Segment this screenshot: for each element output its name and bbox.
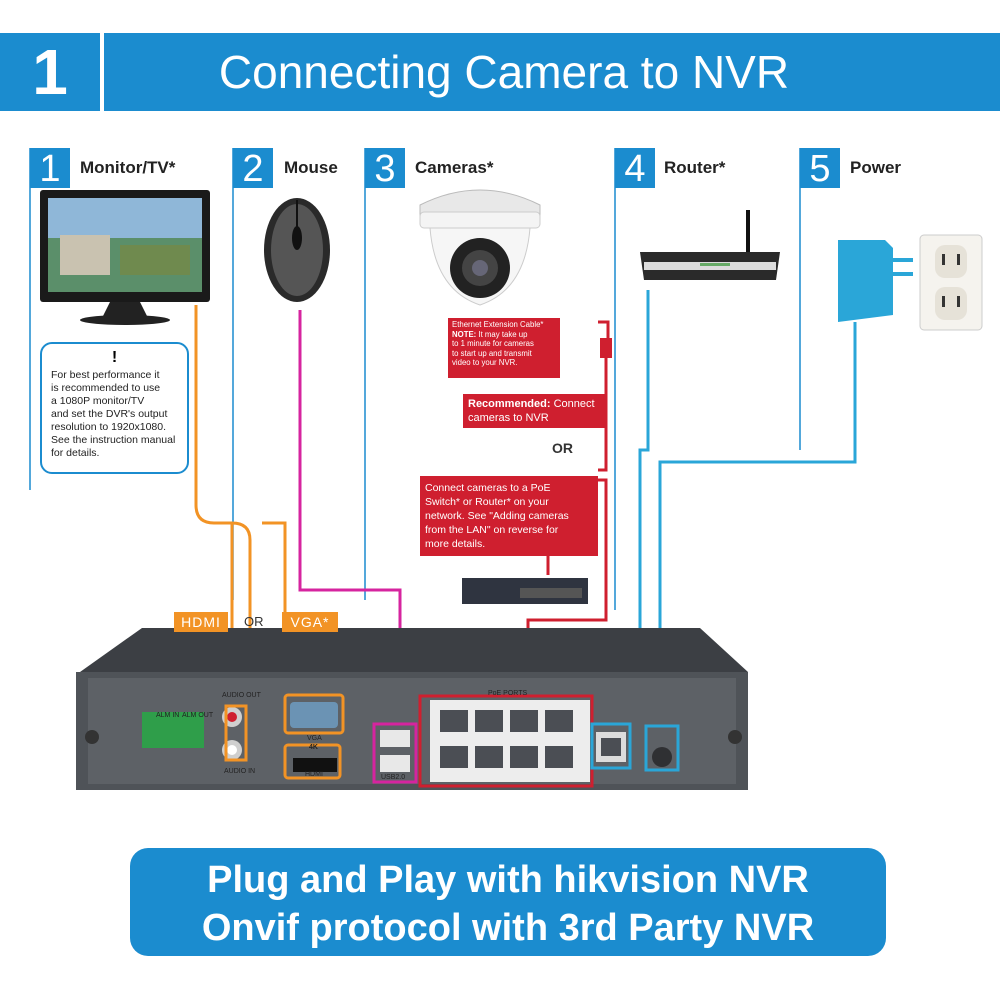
step-5-label: Power — [850, 158, 902, 177]
note-text: video to your NVR. — [452, 358, 518, 367]
recommended-label: Recommended: — [468, 398, 551, 410]
step-5-number: 5 — [800, 148, 840, 190]
header-banner — [0, 33, 1000, 111]
step-2-number: 2 — [233, 148, 273, 190]
step-1-number: 1 — [30, 148, 70, 190]
step-3-number: 3 — [365, 148, 405, 190]
step-1-label: Monitor/TV* — [80, 158, 176, 177]
poe-note-line: Switch* or Router* on your — [425, 496, 549, 508]
note-text: It may take up — [476, 329, 528, 339]
port-highlights — [224, 693, 680, 788]
poe-note-line: network. See "Adding cameras — [425, 510, 569, 522]
audio-out-label: AUDIO OUT — [222, 692, 261, 699]
step-4-number: 4 — [615, 148, 655, 190]
step-2-label: Mouse — [284, 158, 338, 177]
usb-label: USB2.0 — [381, 774, 406, 781]
poe-note-line: Connect cameras to a PoE — [425, 482, 551, 494]
monitor-note-line: See the instruction manual — [51, 434, 176, 446]
cable-connector-icon — [600, 338, 612, 358]
4k-label: 4K — [309, 744, 318, 751]
hdmi-port-label: HDMI — [305, 771, 323, 778]
poe-switch-note: Connect cameras to a PoE Switch* or Rout… — [420, 476, 598, 556]
monitor-note: ! For best performance it is recommended… — [40, 342, 189, 474]
nvr-icon — [76, 628, 748, 790]
monitor-note-line: For best performance it — [51, 369, 160, 381]
banner-line-2: Onvif protocol with 3rd Party NVR — [201, 907, 815, 949]
extension-cable-title: Ethernet Extension Cable* — [452, 320, 544, 329]
power-adapter-icon — [838, 240, 913, 338]
warning-icon: ! — [111, 349, 118, 366]
recommended-text: Connect — [550, 398, 595, 410]
router-icon — [640, 210, 780, 280]
banner-line-1: Plug and Play with hikvision NVR — [207, 859, 809, 901]
vga-tag: VGA* — [282, 612, 338, 632]
extension-cable-note: Ethernet Extension Cable* NOTE: It may t… — [448, 318, 560, 378]
or-tag: OR — [244, 614, 264, 629]
monitor-icon — [40, 190, 210, 325]
note-text: to start up and transmit — [452, 348, 532, 358]
header-step-number: 1 — [32, 36, 68, 108]
monitor-note-line: and set the DVR's output — [51, 408, 168, 420]
note-label: NOTE: — [452, 329, 477, 339]
monitor-note-line: for details. — [51, 447, 100, 459]
poe-note-line: more details. — [425, 538, 486, 550]
power-cable — [658, 338, 857, 725]
monitor-note-line: is recommended to use — [51, 382, 161, 394]
wall-outlet-icon — [919, 234, 983, 331]
monitor-note-line: a 1080P monitor/TV — [51, 395, 145, 407]
note-text: to 1 minute for cameras — [452, 339, 534, 348]
hdmi-tag: HDMI — [174, 612, 228, 632]
alarm-out-label: ALM OUT — [182, 712, 214, 719]
header-divider — [100, 33, 104, 111]
poe-switch-icon — [462, 578, 588, 604]
audio-in-label: AUDIO IN — [224, 768, 256, 775]
camera-icon — [419, 189, 541, 306]
vga-port-label: VGA — [307, 735, 322, 742]
bottom-banner: Plug and Play with hikvision NVR Onvif p… — [130, 848, 886, 956]
poe-note-line: from the LAN" on reverse for — [425, 524, 559, 536]
poe-ports-label: PoE PORTS — [488, 690, 528, 697]
recommended-note: Recommended: Connect cameras to NVR — [463, 394, 606, 428]
page-title: Connecting Camera to NVR — [218, 46, 790, 98]
or-divider: OR — [552, 440, 573, 456]
monitor-note-line: resolution to 1920x1080. — [51, 421, 167, 433]
alarm-in-label: ALM IN — [156, 712, 180, 719]
step-3-label: Cameras* — [415, 158, 494, 177]
step-4-label: Router* — [664, 158, 726, 177]
mouse-icon — [264, 198, 330, 302]
recommended-text-2: cameras to NVR — [468, 412, 549, 424]
